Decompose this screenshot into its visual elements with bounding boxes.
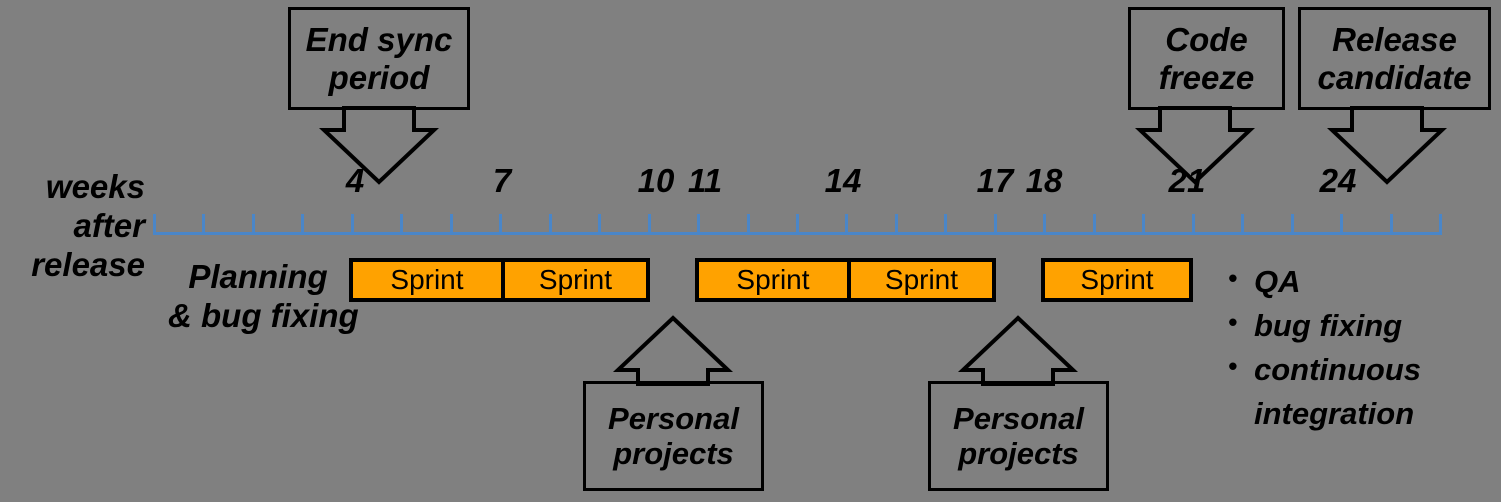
sprint-box[interactable]: Sprint xyxy=(846,262,992,298)
axis-tick xyxy=(400,214,403,235)
axis-tick xyxy=(845,214,848,235)
axis-tick xyxy=(796,214,799,235)
planning-label-line2: & bug fixing xyxy=(168,296,359,334)
callout-code-freeze-line1: Code xyxy=(1165,21,1248,59)
axis-tick xyxy=(1439,214,1442,235)
callout-personal-projects-2: Personal projects xyxy=(928,381,1109,491)
week-label-18: 18 xyxy=(1025,162,1063,199)
activity-bullet-list: • QA • bug fixing • continuous integrati… xyxy=(1228,260,1490,436)
axis-tick xyxy=(301,214,304,235)
callout-code-freeze-line2: freeze xyxy=(1158,58,1255,96)
callout-release-candidate: Release candidate xyxy=(1298,7,1491,110)
axis-tick xyxy=(351,214,354,235)
axis-tick xyxy=(202,214,205,235)
sprint-group-1: Sprint Sprint xyxy=(349,258,650,302)
axis-tick xyxy=(895,214,898,235)
axis-tick xyxy=(549,214,552,235)
week-label-24: 24 xyxy=(1319,162,1357,199)
bullet-item-continuous-integration: • continuous integration xyxy=(1228,348,1490,436)
callout-end-sync-period-line2: period xyxy=(328,58,430,96)
axis-tick xyxy=(944,214,947,235)
bullet-marker-icon: • xyxy=(1228,307,1238,338)
bullet-marker-icon: • xyxy=(1228,351,1238,382)
axis-tick xyxy=(153,214,156,235)
sprint-box[interactable]: Sprint xyxy=(353,262,501,298)
planning-label-line1: Planning xyxy=(188,258,328,295)
week-label-7: 7 xyxy=(492,162,512,199)
axis-tick xyxy=(1093,214,1096,235)
axis-tick xyxy=(598,214,601,235)
week-label-14: 14 xyxy=(824,162,862,199)
axis-tick xyxy=(1192,214,1195,235)
axis-tick xyxy=(1142,214,1145,235)
axis-caption-line2: after xyxy=(73,206,145,244)
week-label-21: 21 xyxy=(1168,162,1206,199)
axis-caption-line1: weeks xyxy=(45,168,145,205)
bullet-label: continuous integration xyxy=(1254,352,1422,432)
callout-personal-projects-1-line2: projects xyxy=(613,436,734,471)
callout-release-candidate-line2: candidate xyxy=(1317,58,1472,96)
bullet-item-qa: • QA xyxy=(1228,260,1490,304)
bullet-marker-icon: • xyxy=(1228,263,1238,293)
sprint-box[interactable]: Sprint xyxy=(500,262,646,298)
axis-tick xyxy=(252,214,255,235)
axis-tick xyxy=(648,214,651,235)
sprint-group-3: Sprint xyxy=(1041,258,1193,302)
callout-personal-projects-2-line2: projects xyxy=(958,436,1079,471)
callout-release-candidate-line1: Release xyxy=(1332,21,1457,59)
week-label-11: 11 xyxy=(687,162,723,199)
week-label-17: 17 xyxy=(976,162,1014,199)
axis-caption-line3: release xyxy=(31,245,145,283)
axis-caption: weeks after release xyxy=(0,168,145,285)
axis-tick xyxy=(1340,214,1343,235)
axis-tick xyxy=(697,214,700,235)
sprint-group-2: Sprint Sprint xyxy=(695,258,996,302)
callout-end-sync-period-line1: End sync xyxy=(305,21,453,59)
axis-tick xyxy=(1291,214,1294,235)
week-label-4: 4 xyxy=(345,162,365,199)
axis-tick xyxy=(499,214,502,235)
axis-tick xyxy=(994,214,997,235)
planning-label: Planning & bug fixing xyxy=(168,258,359,336)
down-arrow-end-sync-period xyxy=(318,106,440,185)
axis-tick xyxy=(1043,214,1046,235)
callout-code-freeze: Code freeze xyxy=(1128,7,1285,110)
up-arrow-personal-projects-1 xyxy=(612,315,734,386)
axis-tick xyxy=(450,214,453,235)
sprint-box[interactable]: Sprint xyxy=(699,262,847,298)
week-label-10: 10 xyxy=(637,162,675,199)
callout-personal-projects-2-line1: Personal xyxy=(953,400,1084,436)
callout-personal-projects-1: Personal projects xyxy=(583,381,764,491)
callout-end-sync-period: End sync period xyxy=(288,7,470,110)
bullet-label: QA xyxy=(1254,264,1301,299)
up-arrow-personal-projects-2 xyxy=(957,315,1079,386)
axis-tick xyxy=(1390,214,1393,235)
callout-personal-projects-1-line1: Personal xyxy=(608,400,739,436)
bullet-item-bug-fixing: • bug fixing xyxy=(1228,304,1490,348)
axis-tick xyxy=(747,214,750,235)
axis-tick xyxy=(1241,214,1244,235)
bullet-label: bug fixing xyxy=(1254,308,1403,344)
sprint-box[interactable]: Sprint xyxy=(1045,262,1189,298)
